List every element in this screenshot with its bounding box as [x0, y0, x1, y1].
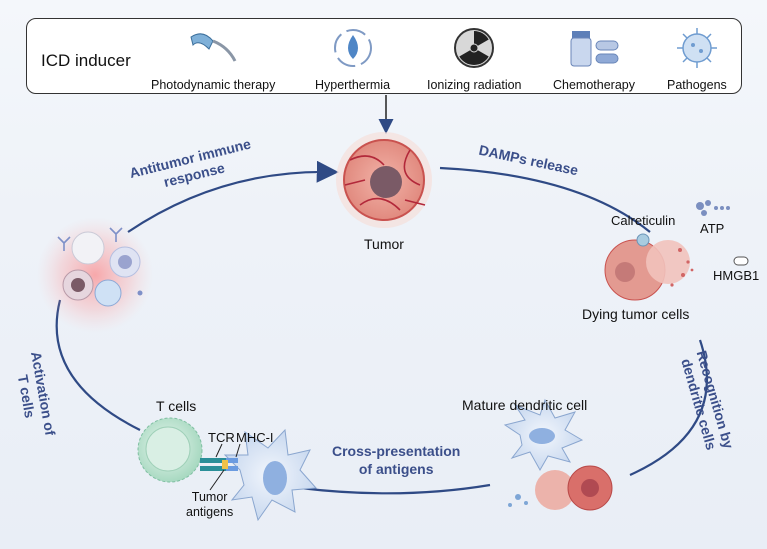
inducer-hyperthermia: Hyperthermia — [315, 27, 390, 92]
icd-inducer-panel: ICD inducer Photodynamic therapy Hyperth… — [26, 18, 742, 94]
inducer-photodynamic: Photodynamic therapy — [151, 27, 275, 92]
inducer-label: Chemotherapy — [553, 78, 635, 92]
inducer-chemotherapy: Chemotherapy — [553, 27, 635, 92]
calreticulin-label: Calreticulin — [611, 213, 676, 228]
arc-cross — [299, 483, 491, 495]
hmgb1-label: HMGB1 — [713, 268, 760, 283]
ultrasound-probe-icon — [190, 33, 237, 62]
t-cell — [137, 417, 203, 483]
tumor-antigens-label: Tumor antigens — [186, 490, 234, 519]
atp-label: ATP — [700, 221, 725, 236]
inducer-title: ICD inducer — [41, 51, 131, 70]
arc-recognition — [629, 339, 708, 477]
radiation-icon — [454, 28, 495, 68]
arc-antitumor — [127, 160, 339, 233]
inducer-label: Pathogens — [667, 78, 727, 92]
cross-presentation-label: Cross-presentation of antigens — [332, 443, 461, 477]
tumor-cell — [336, 132, 432, 228]
inducer-radiation: Ionizing radiation — [427, 27, 522, 92]
arc-damps — [439, 166, 651, 233]
tcr-mhc-complex — [200, 443, 241, 491]
tcells-label: T cells — [156, 398, 197, 414]
dying-tumor-cells — [604, 200, 749, 301]
flame-drop-icon — [333, 29, 372, 67]
pill-bottle-icon — [570, 31, 619, 67]
mature-dendritic-cell — [503, 398, 613, 511]
virus-icon — [676, 28, 717, 68]
tcr-label: TCR — [208, 430, 235, 445]
inducer-label: Hyperthermia — [315, 78, 391, 92]
mhc-label: MHC-I — [236, 430, 274, 445]
inducer-pathogens: Pathogens — [667, 27, 727, 92]
inducer-label: Photodynamic therapy — [151, 78, 276, 92]
immune-cells-cluster — [37, 217, 153, 333]
tumor-label: Tumor — [364, 236, 404, 252]
dying-cells-label: Dying tumor cells — [582, 306, 690, 322]
inducer-label: Ionizing radiation — [427, 78, 522, 92]
mature-dc-label: Mature dendritic cell — [462, 397, 588, 413]
presenting-dendritic-cell — [223, 428, 318, 522]
